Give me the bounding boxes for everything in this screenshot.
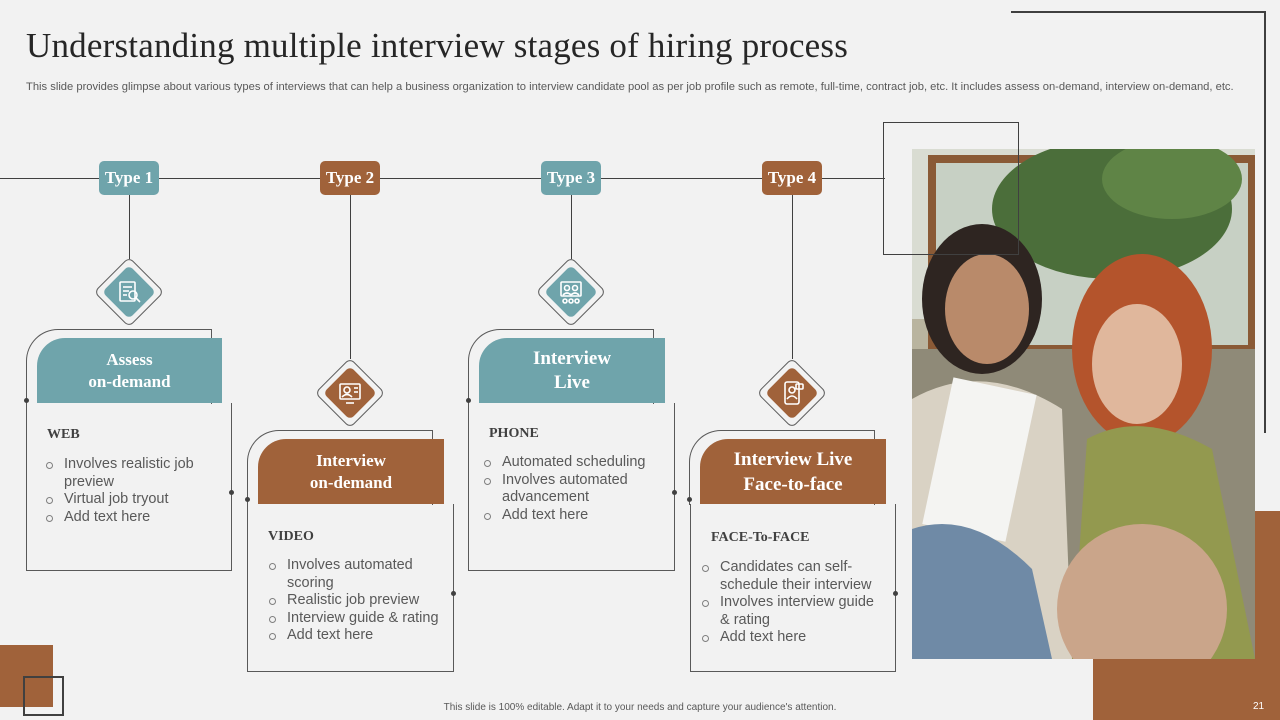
document-search-icon bbox=[94, 257, 164, 327]
type-2-heading: Interview on-demand bbox=[258, 439, 444, 504]
type-2-dot-right bbox=[451, 591, 456, 596]
photo-overlay-frame bbox=[883, 122, 1019, 255]
type-1-dot-right bbox=[229, 490, 234, 495]
team-photo bbox=[912, 149, 1255, 659]
type-3-items: Automated scheduling Involves automated … bbox=[484, 454, 664, 524]
type-2-content-box bbox=[247, 504, 454, 672]
type-4-content-box bbox=[690, 504, 896, 672]
type-4-diamond bbox=[756, 357, 828, 429]
type-4-section-label: FACE-To-FACE bbox=[711, 530, 810, 545]
type-1-section-label: WEB bbox=[47, 427, 80, 442]
list-item: Virtual job tryout bbox=[46, 491, 196, 509]
list-item: Add text here bbox=[269, 627, 449, 645]
list-item: Involves automated advancement bbox=[484, 472, 647, 507]
type-1-content-box bbox=[26, 403, 232, 571]
list-item: Interview guide & rating bbox=[269, 610, 449, 628]
list-item: Add text here bbox=[46, 509, 196, 527]
corner-frame-bottom-left bbox=[23, 676, 64, 716]
page-number: 21 bbox=[1253, 701, 1265, 712]
type-1-items: Involves realistic job preview Virtual j… bbox=[46, 456, 196, 526]
timeline-line bbox=[0, 178, 885, 179]
list-item: Realistic job preview bbox=[269, 592, 449, 610]
type-2-connector bbox=[350, 195, 351, 359]
type-1-connector bbox=[129, 195, 130, 259]
live-meeting-icon bbox=[536, 257, 606, 327]
list-item: Involves automated scoring bbox=[269, 557, 417, 592]
type-3-heading: Interview Live bbox=[479, 338, 665, 403]
list-item: Candidates can self-schedule their inter… bbox=[702, 559, 880, 594]
type-1-diamond bbox=[93, 256, 165, 328]
type-3-diamond bbox=[535, 256, 607, 328]
type-4-connector bbox=[792, 195, 793, 359]
type-3-dot bbox=[466, 398, 471, 403]
slide-subtitle: This slide provides glimpse about variou… bbox=[26, 81, 1234, 93]
slide-title: Understanding multiple interview stages … bbox=[26, 26, 849, 65]
type-2-diamond bbox=[314, 357, 386, 429]
list-item: Involves realistic job preview bbox=[46, 456, 196, 491]
list-item: Add text here bbox=[702, 629, 882, 647]
list-item: Automated scheduling bbox=[484, 454, 664, 472]
top-right-frame bbox=[1011, 11, 1266, 433]
type-4-heading: Interview Live Face-to-face bbox=[700, 439, 886, 504]
type-4-dot bbox=[687, 497, 692, 502]
video-profile-icon bbox=[315, 358, 385, 428]
type-2-items: Involves automated scoring Realistic job… bbox=[269, 557, 449, 645]
type-3-dot-right bbox=[672, 490, 677, 495]
list-item: Involves interview guide & rating bbox=[702, 594, 885, 629]
type-3-connector bbox=[571, 195, 572, 259]
type-2-dot bbox=[245, 497, 250, 502]
footer-note: This slide is 100% editable. Adapt it to… bbox=[443, 702, 837, 713]
type-1-badge: Type 1 bbox=[99, 161, 159, 195]
type-1-heading: Assess on-demand bbox=[37, 338, 222, 403]
type-2-section-label: VIDEO bbox=[268, 529, 314, 544]
type-3-content-box bbox=[468, 403, 675, 571]
type-2-badge: Type 2 bbox=[320, 161, 380, 195]
phone-person-icon bbox=[757, 358, 827, 428]
type-4-badge: Type 4 bbox=[762, 161, 822, 195]
type-4-items: Candidates can self-schedule their inter… bbox=[702, 559, 882, 647]
type-3-section-label: PHONE bbox=[489, 426, 539, 441]
type-1-dot bbox=[24, 398, 29, 403]
type-3-badge: Type 3 bbox=[541, 161, 601, 195]
list-item: Add text here bbox=[484, 507, 664, 525]
type-4-dot-right bbox=[893, 591, 898, 596]
